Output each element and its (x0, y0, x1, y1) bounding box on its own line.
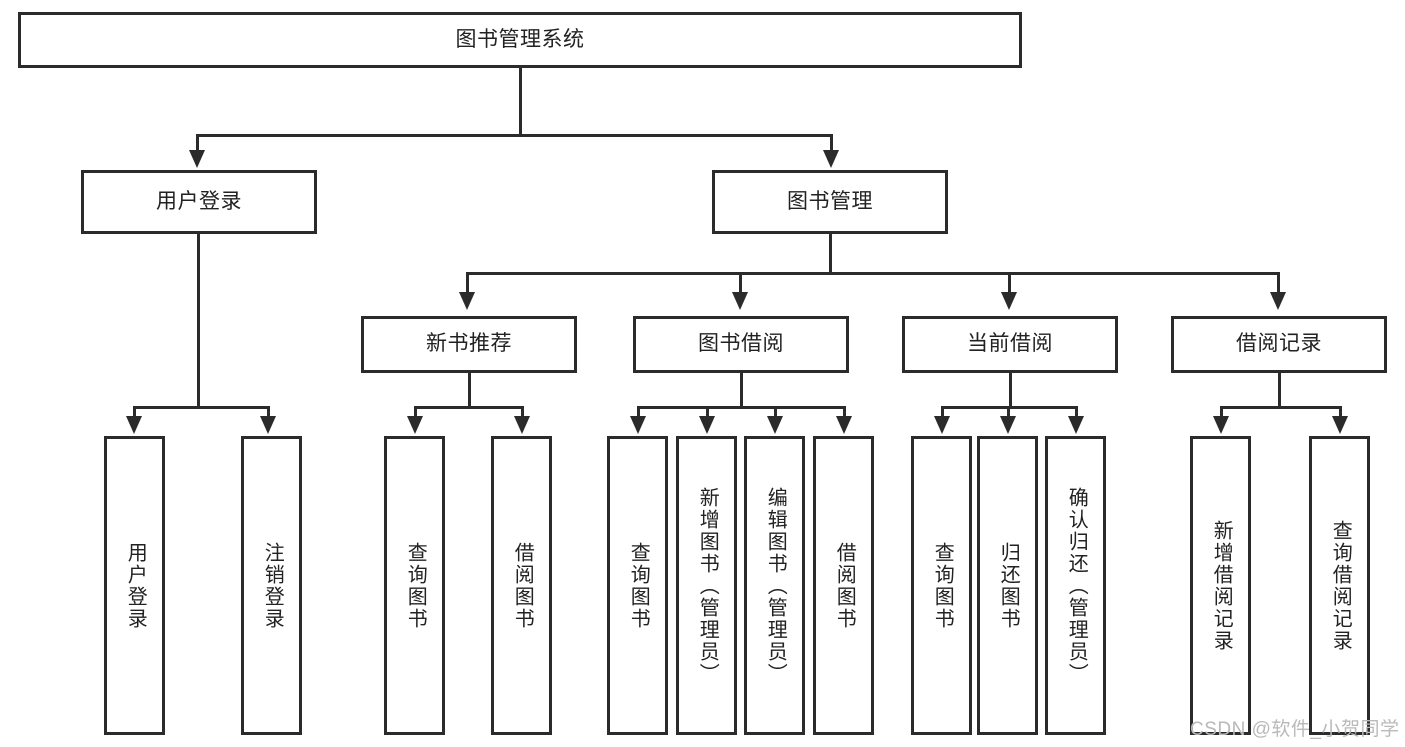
node-label: 查询图书 (627, 541, 650, 630)
arrow-current-borrow-leaf-2 (1000, 416, 1016, 434)
connector-book-manage-drop-3 (1008, 272, 1011, 294)
connector-borrow-record-stem (1278, 373, 1281, 406)
connector-new-book-drop-1 (414, 406, 417, 418)
node-label: 归还图书 (997, 541, 1020, 630)
leaf-query-book-recommend[interactable]: 查询图书 (384, 436, 445, 735)
leaf-user-login[interactable]: 用户登录 (104, 436, 165, 735)
arrow-book-borrow-leaf-3 (767, 416, 783, 434)
arrow-book-borrow-leaf-4 (836, 416, 852, 434)
connector-root-bus (196, 134, 833, 137)
connector-book-manage-drop-4 (1277, 272, 1280, 294)
leaf-confirm-return-admin[interactable]: 确认归还（管理员） (1045, 436, 1106, 735)
leaf-borrow-book-recommend[interactable]: 借阅图书 (491, 436, 552, 735)
leaf-edit-book-admin[interactable]: 编辑图书（管理员） (744, 436, 805, 735)
node-root-system[interactable]: 图书管理系统 (18, 12, 1022, 68)
arrow-to-current-borrow (1001, 292, 1017, 310)
connector-book-borrow-stem (740, 373, 743, 406)
connector-book-manage-bus (466, 272, 1280, 275)
node-label: 图书管理系统 (455, 27, 585, 51)
node-label: 借阅记录 (1236, 332, 1322, 356)
node-user-login[interactable]: 用户登录 (81, 170, 317, 234)
connector-current-borrow-stem (1009, 373, 1012, 406)
connector-book-borrow-bus (637, 406, 846, 409)
leaf-add-borrow-record[interactable]: 新增借阅记录 (1190, 436, 1251, 735)
node-label: 查询图书 (404, 541, 427, 630)
connector-borrow-record-drop-1 (1220, 406, 1223, 418)
connector-current-borrow-drop-2 (1007, 406, 1010, 418)
arrow-book-borrow-leaf-1 (630, 416, 646, 434)
arrow-borrow-record-leaf-1 (1213, 416, 1229, 434)
connector-root-stem (519, 68, 522, 134)
node-label: 图书借阅 (698, 332, 784, 356)
connector-book-manage-stem (829, 234, 832, 272)
node-label: 新增图书（管理员） (696, 486, 719, 685)
leaf-query-book-borrow[interactable]: 查询图书 (607, 436, 668, 735)
leaf-add-book-admin[interactable]: 新增图书（管理员） (676, 436, 737, 735)
watermark-text: CSDN @软件_小贺同学 (1190, 719, 1400, 740)
node-label: 查询图书 (931, 541, 954, 630)
arrow-to-book-borrow (732, 292, 748, 310)
connector-borrow-record-drop-2 (1339, 406, 1342, 418)
connector-new-book-stem (468, 373, 471, 406)
connector-user-login-drop-2 (267, 406, 270, 418)
node-label: 新书推荐 (426, 332, 512, 356)
connector-current-borrow-drop-3 (1075, 406, 1078, 418)
node-label: 确认归还（管理员） (1065, 486, 1088, 685)
leaf-logout[interactable]: 注销登录 (241, 436, 302, 735)
node-label: 新增借阅记录 (1210, 519, 1233, 652)
leaf-return-book[interactable]: 归还图书 (977, 436, 1038, 735)
arrow-user-login-leaf-1 (126, 416, 142, 434)
arrow-current-borrow-leaf-1 (934, 416, 950, 434)
node-label: 注销登录 (261, 541, 284, 630)
connector-book-manage-drop-1 (466, 272, 469, 294)
node-book-management[interactable]: 图书管理 (712, 170, 948, 234)
connector-book-borrow-drop-3 (774, 406, 777, 418)
node-new-book-recommend[interactable]: 新书推荐 (361, 316, 577, 373)
connector-user-login-drop-1 (133, 406, 136, 418)
node-label: 编辑图书（管理员） (764, 486, 787, 685)
node-label: 用户登录 (124, 541, 147, 630)
arrow-to-new-book-recommend (459, 292, 475, 310)
node-label: 查询借阅记录 (1329, 519, 1352, 652)
connector-to-book-manage (830, 134, 833, 152)
arrow-current-borrow-leaf-3 (1068, 416, 1084, 434)
connector-book-borrow-drop-2 (706, 406, 709, 418)
connector-user-login-stem (197, 234, 200, 406)
node-book-borrow[interactable]: 图书借阅 (633, 316, 849, 373)
leaf-borrow-book[interactable]: 借阅图书 (813, 436, 874, 735)
connector-new-book-bus (414, 406, 524, 409)
arrow-to-book-manage (823, 150, 839, 168)
arrow-to-user-login (189, 150, 205, 168)
connector-current-borrow-drop-1 (941, 406, 944, 418)
connector-book-borrow-drop-4 (843, 406, 846, 418)
connector-to-user-login (196, 134, 199, 152)
connector-book-borrow-drop-1 (637, 406, 640, 418)
arrow-borrow-record-leaf-2 (1332, 416, 1348, 434)
node-label: 用户登录 (156, 189, 242, 213)
connector-book-manage-drop-2 (739, 272, 742, 294)
arrow-new-book-leaf-2 (514, 416, 530, 434)
arrow-user-login-leaf-2 (260, 416, 276, 434)
connector-user-login-bus (133, 406, 270, 409)
leaf-query-book-current[interactable]: 查询图书 (911, 436, 972, 735)
leaf-query-borrow-record[interactable]: 查询借阅记录 (1309, 436, 1370, 735)
arrow-new-book-leaf-1 (407, 416, 423, 434)
connector-borrow-record-bus (1220, 406, 1342, 409)
connector-new-book-drop-2 (521, 406, 524, 418)
node-label: 借阅图书 (511, 541, 534, 630)
arrow-to-borrow-record (1270, 292, 1286, 310)
node-current-borrow[interactable]: 当前借阅 (902, 316, 1118, 373)
node-label: 图书管理 (787, 189, 873, 213)
arrow-book-borrow-leaf-2 (699, 416, 715, 434)
node-label: 当前借阅 (967, 332, 1053, 356)
node-label: 借阅图书 (833, 541, 856, 630)
node-borrow-record[interactable]: 借阅记录 (1171, 316, 1387, 373)
